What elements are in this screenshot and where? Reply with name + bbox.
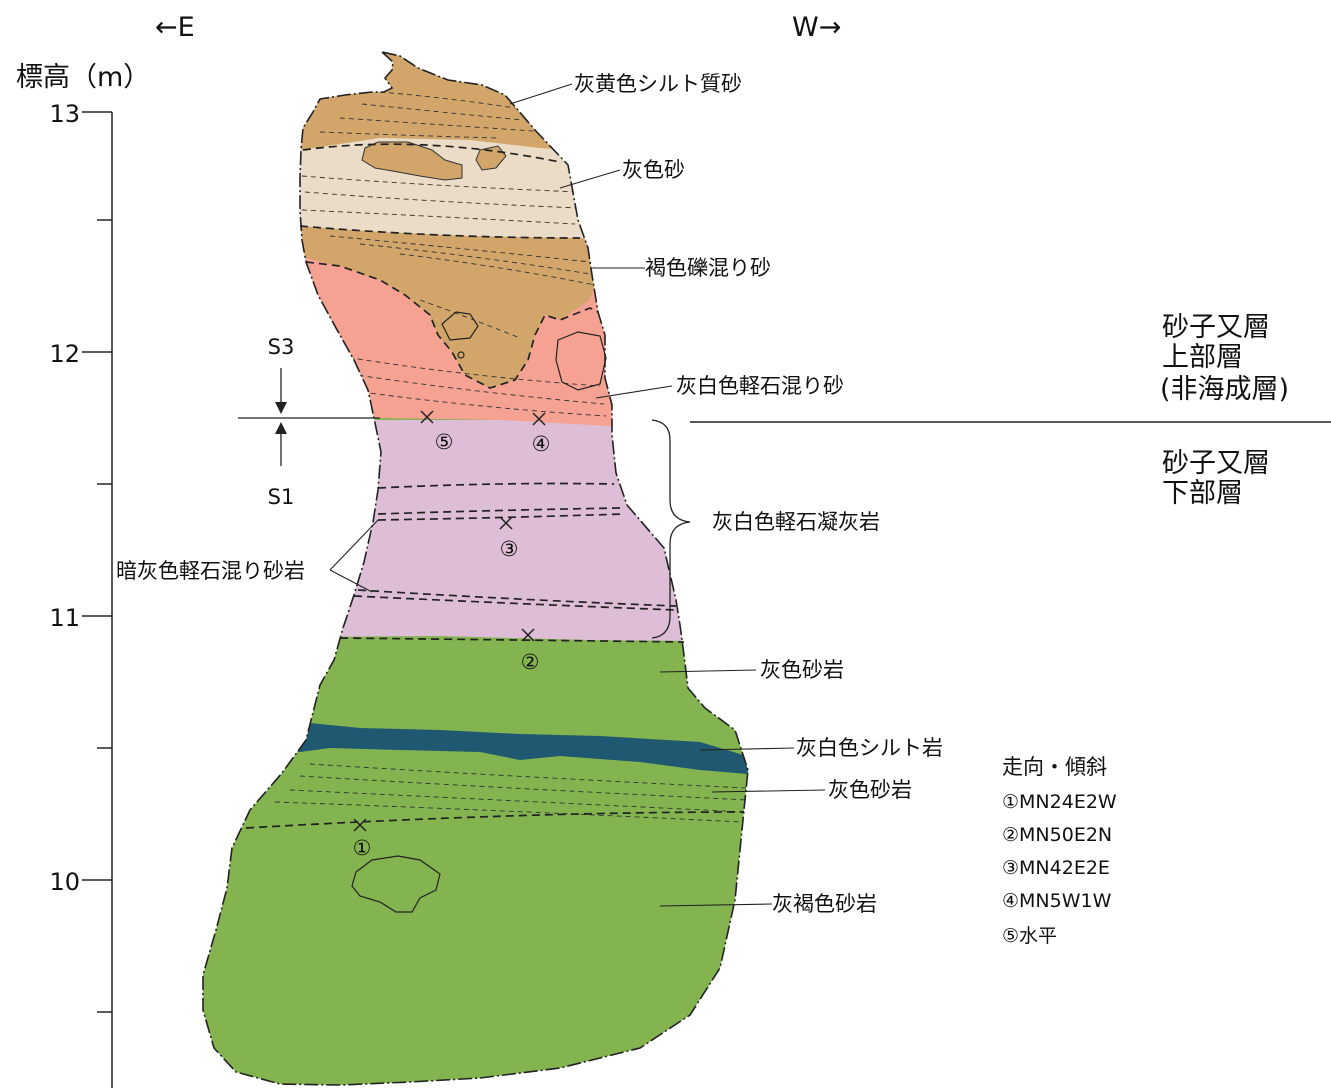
- layer-fill-tan-lower: [150, 222, 800, 388]
- layer-label: 灰色砂: [622, 158, 685, 182]
- layer-label: 灰白色軽石凝灰岩: [712, 510, 880, 534]
- layer-label: 灰白色軽石混り砂: [676, 374, 844, 398]
- legend-title: 走向・傾斜: [1002, 755, 1107, 779]
- legend-item: ③MN42E2E: [1002, 857, 1110, 879]
- point-3-label: ③: [500, 537, 519, 561]
- layer-label: 灰色砂岩: [828, 778, 912, 802]
- unit-label-lower: 下部層: [1162, 478, 1243, 509]
- layer-label: 暗灰色軽石混り砂岩: [116, 559, 305, 583]
- boundary-marker: [238, 368, 380, 466]
- tick-label: 13: [49, 100, 80, 128]
- point-4-label: ④: [532, 432, 551, 456]
- point-5-label: ⑤: [435, 430, 454, 454]
- axis-title: 標高（m）: [16, 62, 150, 93]
- direction-west: W→: [792, 12, 841, 43]
- point-2-label: ②: [521, 650, 540, 674]
- legend-item: ②MN50E2N: [1002, 824, 1112, 846]
- s3-label: S3: [268, 335, 295, 359]
- legend-item: ④MN5W1W: [1002, 890, 1112, 912]
- layer-label: 灰色砂岩: [760, 658, 844, 682]
- legend-item: ①MN24E2W: [1002, 791, 1117, 813]
- layer-label: 灰黄色シルト質砂: [574, 72, 742, 96]
- legend-item: ⑤水平: [1002, 925, 1057, 947]
- elevation-axis: [82, 112, 112, 1088]
- unit-label-upper: 上部層: [1162, 342, 1243, 373]
- s1-label: S1: [268, 485, 295, 509]
- tick-label: 11: [49, 604, 80, 632]
- unit-label-upper: (非海成層): [1160, 374, 1289, 405]
- unit-label-lower: 砂子又層: [1162, 448, 1270, 479]
- layer-fill-lavender: [150, 420, 800, 642]
- point-1-label: ①: [353, 836, 372, 860]
- layer-label: 灰褐色砂岩: [772, 892, 877, 916]
- unit-label-upper: 砂子又層: [1162, 312, 1270, 343]
- layer-label: 灰白色シルト岩: [796, 736, 943, 760]
- layer-label: 褐色礫混り砂: [645, 256, 771, 280]
- tick-label: 10: [49, 868, 80, 896]
- direction-east: ←E: [155, 12, 195, 43]
- tick-label: 12: [49, 340, 80, 368]
